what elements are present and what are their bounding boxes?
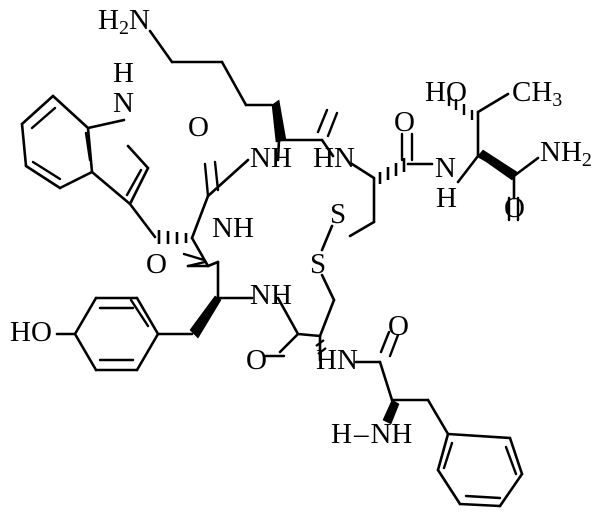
tryptophan-ch2-bond bbox=[128, 202, 157, 239]
threonine-methyl-label: CH3 bbox=[512, 76, 563, 111]
cysteine2-stereo-hash bbox=[315, 339, 327, 355]
threonine-bonds bbox=[456, 92, 540, 222]
terminal-nh2: NH bbox=[540, 136, 582, 168]
phenylalanine-amine-label: H–NH bbox=[331, 418, 412, 451]
threonine-amide-h: H bbox=[436, 182, 457, 214]
lysine-side-chain-bonds bbox=[148, 29, 274, 107]
threonine-hydroxyl: HO bbox=[425, 76, 467, 108]
indole-pyrrole-ring bbox=[86, 118, 150, 206]
lysine-amide-nh: NH bbox=[250, 142, 292, 174]
tyrosine-amide-nh: NH bbox=[250, 279, 292, 311]
tyrosine-carbonyl-o: O bbox=[146, 248, 167, 280]
terminal-amide-label: NH2 bbox=[540, 136, 592, 171]
tryptophan-carbonyl-o: O bbox=[188, 111, 209, 143]
phenylalanine-amide-bonds bbox=[354, 330, 400, 402]
tyrosine-phenol-ho: HO bbox=[10, 316, 52, 348]
threonine-methyl-ch: CH bbox=[512, 76, 553, 108]
terminal-carbonyl-o: O bbox=[504, 192, 525, 224]
phenylalanine-stereo-wedge bbox=[382, 399, 400, 425]
indole-nh-n: N bbox=[113, 87, 134, 119]
tyrosine-benzene-ring bbox=[73, 296, 160, 372]
cysteine1-carbonyl-o: O bbox=[394, 106, 415, 138]
lysine-amine-n: N bbox=[128, 4, 150, 36]
cysteine1-ch2-s-bond bbox=[348, 220, 376, 238]
cysteine1-carbonyl-bonds bbox=[400, 132, 434, 166]
disulfide-lower-ch2 bbox=[318, 273, 336, 338]
tyrosine-backbone-bonds bbox=[206, 260, 254, 300]
indole-benzene-ring bbox=[20, 94, 94, 190]
lysine-amine-label: H2N bbox=[98, 4, 150, 39]
lysine-amine-h: H bbox=[98, 4, 119, 36]
tryptophan-amide-nh: NH bbox=[212, 212, 254, 244]
disulfide-bond bbox=[320, 224, 334, 252]
tyrosine-amide-carbonyl bbox=[186, 260, 210, 268]
phenylalanine-ch2-bond bbox=[390, 398, 450, 436]
indole-nh-h: H bbox=[113, 57, 134, 89]
threonine-alpha-wedge bbox=[477, 149, 518, 181]
phenylalanine-amine-nh: NH bbox=[370, 418, 413, 450]
phenylalanine-carbonyl-o: O bbox=[388, 310, 409, 342]
phenylalanine-amine-dash: – bbox=[353, 418, 369, 450]
cysteine1-backbone-bonds bbox=[350, 162, 376, 224]
phenylalanine-benzene-ring bbox=[436, 432, 524, 508]
tryptophan-stereo-hash bbox=[157, 230, 188, 244]
disulfide-sulfur-top: S bbox=[330, 198, 347, 230]
disulfide-sulfur-bottom: S bbox=[310, 248, 327, 280]
cysteine2-carbonyl-o: O bbox=[246, 344, 267, 376]
cysteine2-amide-hn: HN bbox=[316, 344, 358, 376]
terminal-nh2-subscript: 2 bbox=[581, 149, 592, 171]
cysteine1-amide-hn: HN bbox=[313, 142, 355, 174]
cysteine1-stereo-hash bbox=[378, 158, 406, 184]
trp-tyr-carbonyl bbox=[182, 252, 206, 262]
lysine-amine-subscript: 2 bbox=[118, 17, 129, 39]
threonine-methyl-subscript: 3 bbox=[552, 89, 563, 111]
lysine-stereo-wedge bbox=[271, 99, 287, 143]
cysteine2-backbone-bonds bbox=[264, 296, 322, 358]
lysine-amide-bonds bbox=[276, 108, 339, 162]
phenylalanine-amine-h: H bbox=[331, 418, 352, 450]
threonine-amide-n: N bbox=[435, 152, 456, 184]
tyrosine-stereo-wedge bbox=[189, 295, 222, 339]
threonine-hydroxy-hash bbox=[447, 95, 474, 120]
